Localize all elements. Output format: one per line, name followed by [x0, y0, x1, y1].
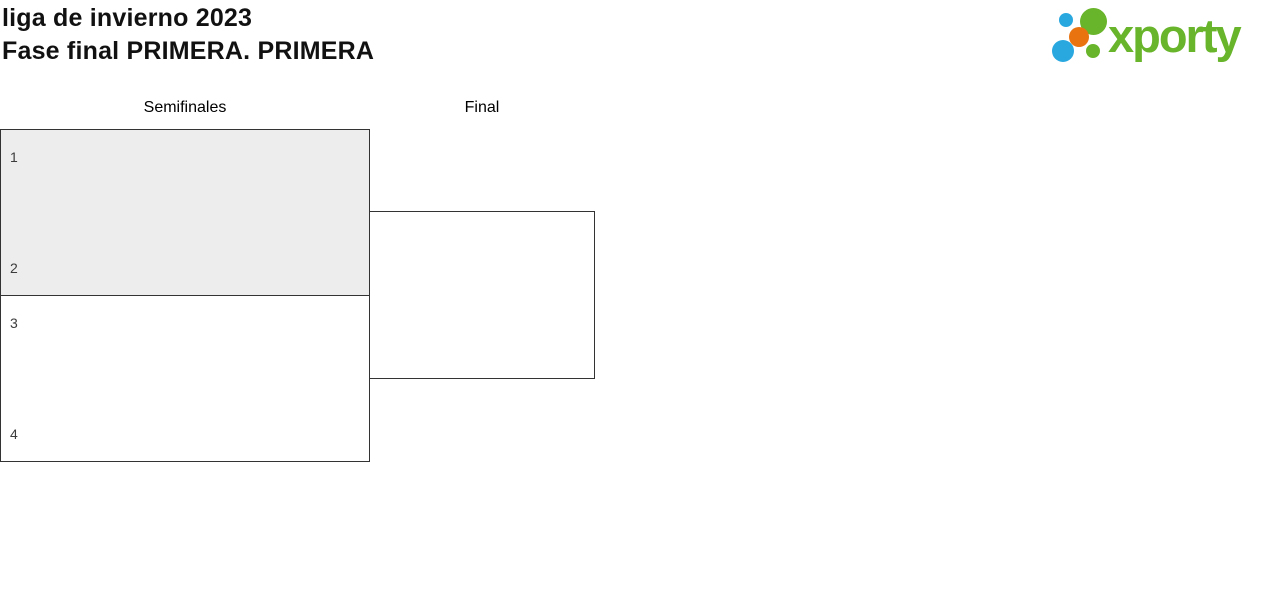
round-header-semifinales: Semifinales [143, 99, 227, 116]
page-title: liga de invierno 2023 Fase final PRIMERA… [2, 2, 374, 68]
tournament-title: liga de invierno 2023 [2, 4, 253, 32]
match-final[interactable] [369, 211, 595, 379]
seed-label-4: 4 [10, 426, 18, 442]
seed-label-3: 3 [10, 315, 18, 331]
logo-dot-green-small-icon [1086, 44, 1100, 58]
logo-dot-blue-big-icon [1052, 40, 1074, 62]
match-semifinal-2[interactable]: 3 4 [0, 295, 370, 462]
logo-dot-orange-icon [1069, 27, 1089, 47]
xporty-logo[interactable]: xporty [1052, 4, 1274, 66]
round-header-final: Final [464, 99, 500, 116]
logo-dot-blue-small-icon [1059, 13, 1073, 27]
logo-wordmark: xporty [1108, 9, 1242, 62]
phase-title: Fase final PRIMERA. PRIMERA [2, 37, 375, 65]
seed-label-2: 2 [10, 260, 18, 276]
seed-label-1: 1 [10, 149, 18, 165]
match-semifinal-1[interactable]: 1 2 [0, 129, 370, 296]
logo-dots-icon [1052, 4, 1107, 66]
